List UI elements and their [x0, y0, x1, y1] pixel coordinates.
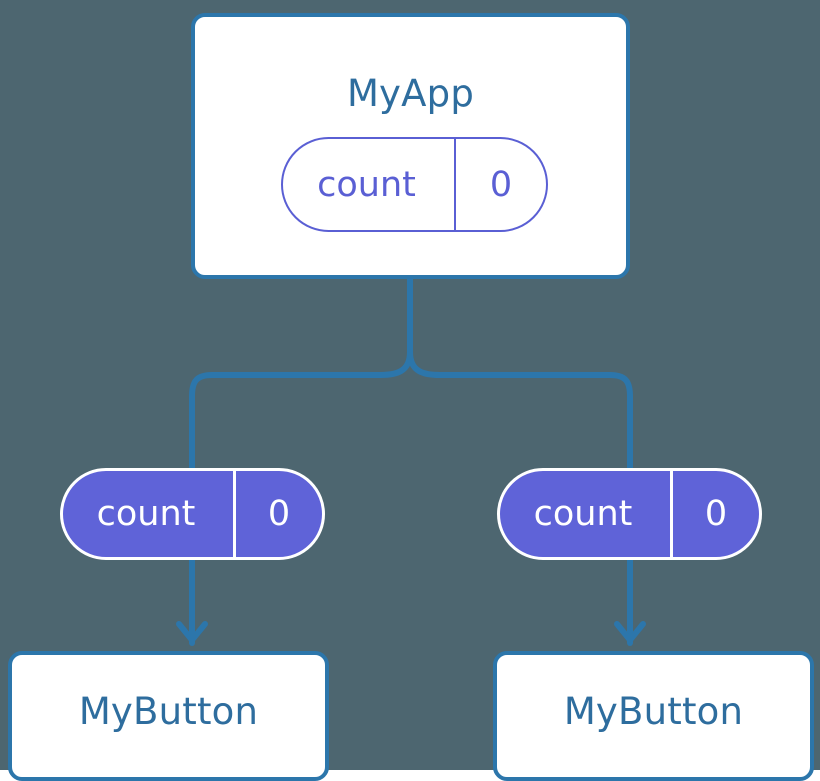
component-title-myapp: MyApp: [346, 72, 475, 115]
connector-branch-right: [407, 349, 633, 471]
state-pill-key: count: [283, 139, 456, 230]
component-title-mybutton-right: MyButton: [563, 690, 744, 733]
arrow-head-left-icon: [176, 621, 208, 643]
prop-pill-left-key: count: [63, 471, 236, 557]
prop-pill-right-key: count: [500, 471, 673, 557]
connector-branch-left: [189, 349, 413, 471]
state-pill-value: 0: [489, 164, 513, 205]
component-title-mybutton-left: MyButton: [78, 690, 259, 733]
component-box-mybutton-left[interactable]: MyButton: [8, 651, 329, 781]
prop-pill-left[interactable]: count 0: [60, 468, 325, 560]
state-pill-count[interactable]: count 0: [281, 137, 548, 232]
arrow-head-right-icon: [614, 621, 646, 643]
prop-pill-right-value: 0: [704, 494, 728, 534]
prop-pill-right[interactable]: count 0: [497, 468, 762, 560]
prop-pill-left-value: 0: [267, 494, 291, 534]
component-box-mybutton-right[interactable]: MyButton: [493, 651, 814, 781]
component-box-myapp[interactable]: MyApp count 0: [191, 13, 630, 279]
